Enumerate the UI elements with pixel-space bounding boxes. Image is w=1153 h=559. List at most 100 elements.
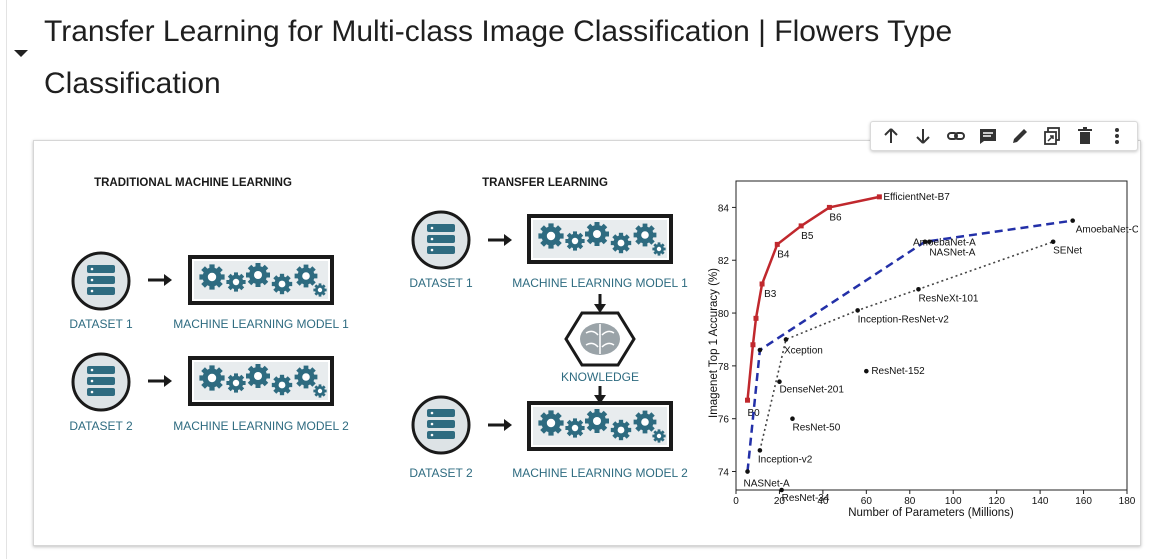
data-label: ResNeXt-101	[918, 293, 978, 304]
data-point	[798, 223, 804, 229]
x-tick-label: 80	[904, 496, 916, 507]
transfer-dataset-2-label: DATASET 2	[409, 466, 473, 480]
move-up-button[interactable]	[878, 123, 904, 149]
data-point	[826, 204, 832, 210]
data-point	[750, 342, 756, 348]
trash-icon	[1077, 127, 1092, 144]
dataset-1-label: DATASET 1	[69, 317, 133, 331]
arrow-right-icon	[486, 232, 514, 248]
y-tick-label: 82	[718, 256, 730, 267]
link-icon	[946, 132, 965, 140]
traditional-ml-title: TRADITIONAL MACHINE LEARNING	[94, 177, 292, 189]
arrow-right-icon	[146, 373, 174, 389]
data-label: B4	[777, 249, 790, 260]
data-label: B6	[829, 212, 842, 223]
data-point	[927, 239, 932, 245]
data-point	[1050, 239, 1056, 245]
data-point	[779, 487, 784, 493]
x-tick-label: 100	[945, 496, 962, 507]
y-tick-label: 80	[718, 309, 730, 320]
series-line-0	[746, 195, 880, 401]
data-label: Xception	[784, 345, 823, 356]
output-figure: TRADITIONAL MACHINE LEARNING DATASET 1 M…	[69, 177, 1138, 519]
comment-icon	[979, 129, 996, 144]
arrow-right-icon	[146, 272, 174, 288]
y-axis-label: Imagenet Top 1 Accuracy (%)	[708, 268, 720, 418]
section-heading: Transfer Learning for Multi-class Image …	[44, 15, 953, 100]
data-label: AmoebaNet-C	[1076, 225, 1138, 236]
data-point	[783, 337, 789, 342]
data-point	[864, 368, 869, 374]
x-tick-label: 0	[733, 496, 739, 507]
data-label: B3	[764, 289, 777, 300]
data-point	[753, 315, 759, 321]
y-tick-label: 84	[718, 203, 730, 214]
y-tick-label: 78	[718, 362, 730, 373]
data-label: NASNet-A	[929, 248, 975, 259]
model-1-icon	[190, 257, 332, 303]
mirror-button[interactable]	[1039, 123, 1065, 149]
transfer-model-2-label: MACHINE LEARNING MODEL 2	[512, 466, 688, 480]
arrow-down-icon	[594, 386, 606, 404]
cell-toolbar	[870, 121, 1138, 151]
mirror-cell-icon	[1044, 127, 1061, 145]
data-label: Inception-ResNet-v2	[858, 314, 950, 325]
data-label: ResNet-152	[871, 366, 925, 377]
transfer-model-1-icon	[529, 216, 671, 262]
dataset-2-icon	[71, 352, 131, 412]
data-point	[916, 286, 921, 292]
data-point	[855, 308, 860, 313]
comment-button[interactable]	[975, 123, 1001, 149]
data-label: EfficientNet-B7	[883, 192, 950, 203]
data-label: B5	[801, 231, 814, 242]
transfer-dataset-1-icon	[411, 210, 471, 270]
transfer-learning-title: TRANSFER LEARNING	[482, 177, 608, 189]
x-tick-label: 160	[1075, 496, 1092, 507]
data-point	[759, 281, 765, 287]
more-button[interactable]	[1104, 123, 1130, 149]
data-point	[790, 416, 795, 421]
data-label: AmoebaNet-A	[913, 238, 976, 249]
edit-button[interactable]	[1007, 123, 1033, 149]
knowledge-brain-icon	[564, 311, 636, 367]
arrow-up-icon	[884, 128, 898, 143]
arrow-down-icon	[916, 129, 931, 144]
x-tick-label: 120	[988, 496, 1005, 507]
y-tick-label: 76	[718, 415, 730, 426]
transfer-dataset-2-icon	[411, 395, 471, 455]
x-tick-label: 60	[861, 496, 873, 507]
data-label: SENet	[1053, 246, 1082, 257]
x-tick-label: 140	[1032, 496, 1049, 507]
data-point	[745, 469, 750, 474]
data-point	[745, 397, 751, 403]
data-point	[1070, 218, 1075, 223]
x-axis-label: Number of Parameters (Millions)	[848, 507, 1014, 519]
data-label: ResNet-50	[792, 423, 840, 434]
data-label: NASNet-A	[744, 479, 790, 490]
model-1-label: MACHINE LEARNING MODEL 1	[173, 317, 349, 331]
delete-button[interactable]	[1072, 123, 1098, 149]
transfer-model-1-label: MACHINE LEARNING MODEL 1	[512, 276, 688, 290]
knowledge-label: KNOWLEDGE	[561, 370, 639, 384]
cell-left-border	[6, 0, 7, 559]
arrow-right-icon	[486, 417, 514, 433]
y-tick-label: 74	[718, 468, 730, 479]
model-2-label: MACHINE LEARNING MODEL 2	[173, 419, 349, 433]
x-tick-label: 180	[1119, 496, 1136, 507]
data-point	[757, 448, 763, 453]
efficientnet-accuracy-chart: Imagenet Top 1 Accuracy (%) Number of Pa…	[708, 180, 1138, 519]
series-line-1	[746, 219, 1073, 472]
more-vert-icon	[1114, 128, 1119, 144]
data-point	[876, 194, 882, 200]
pencil-icon	[1013, 129, 1028, 143]
data-point	[774, 241, 780, 247]
model-2-icon	[190, 358, 332, 404]
x-tick-label: 40	[817, 496, 829, 507]
data-point	[922, 239, 928, 245]
data-label: ResNet-34	[782, 493, 830, 504]
collapse-section-icon[interactable]	[14, 50, 28, 57]
move-down-button[interactable]	[910, 123, 936, 149]
data-label: DenseNet-201	[779, 385, 844, 396]
data-point	[777, 379, 782, 385]
link-button[interactable]	[943, 123, 969, 149]
